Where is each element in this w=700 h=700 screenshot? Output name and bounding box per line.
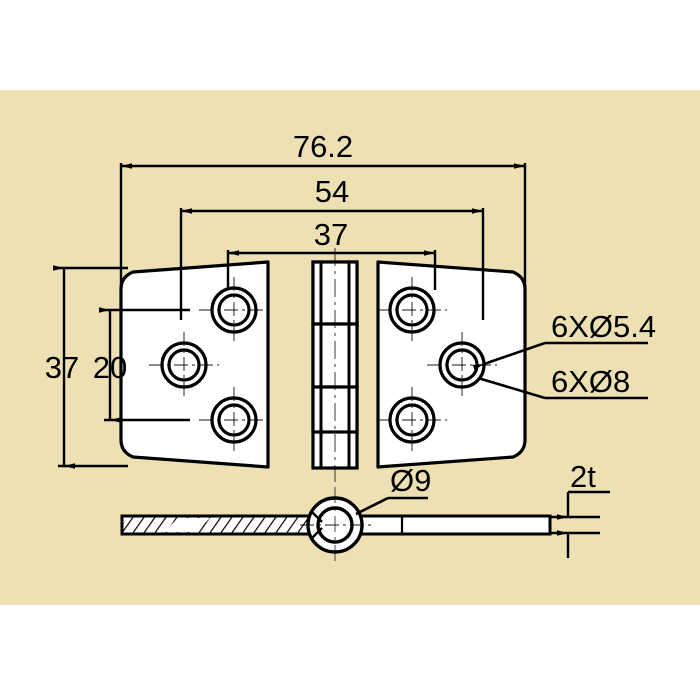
label-outer-hole-span: 54 xyxy=(315,174,349,209)
hinge-knuckle-segments xyxy=(311,248,359,482)
dimension-plate-thickness xyxy=(550,490,610,558)
callout-leader-counterbores xyxy=(477,376,648,400)
hole-right-lower xyxy=(377,387,447,454)
label-overall-height: 37 xyxy=(45,350,79,385)
hole-left-upper xyxy=(199,277,269,344)
callout-leader-knuckle-diameter xyxy=(355,496,428,516)
callout-leader-through-holes xyxy=(472,341,648,371)
label-overall-length: 76.2 xyxy=(293,129,353,164)
dimension-outer-hole-span xyxy=(179,208,485,320)
hole-right-upper xyxy=(377,277,447,344)
dimension-vertical-hole-spacing xyxy=(99,307,190,423)
label-through-holes: 6XØ5.4 xyxy=(551,309,656,344)
hinge-hole-group xyxy=(149,277,497,454)
side-view-plate xyxy=(120,487,552,566)
hole-left-middle xyxy=(149,332,219,399)
dimension-inner-hole-span xyxy=(226,250,437,290)
label-knuckle-diameter: Ø9 xyxy=(390,463,431,498)
label-plate-thickness: 2t xyxy=(570,459,596,494)
hole-left-lower xyxy=(199,387,269,454)
label-inner-hole-span: 37 xyxy=(314,217,348,252)
label-counterbores: 6XØ8 xyxy=(551,364,630,399)
dimension-overall-height xyxy=(53,265,128,469)
label-vertical-hole-spacing: 20 xyxy=(93,350,127,385)
dimension-overall-length xyxy=(119,163,527,300)
